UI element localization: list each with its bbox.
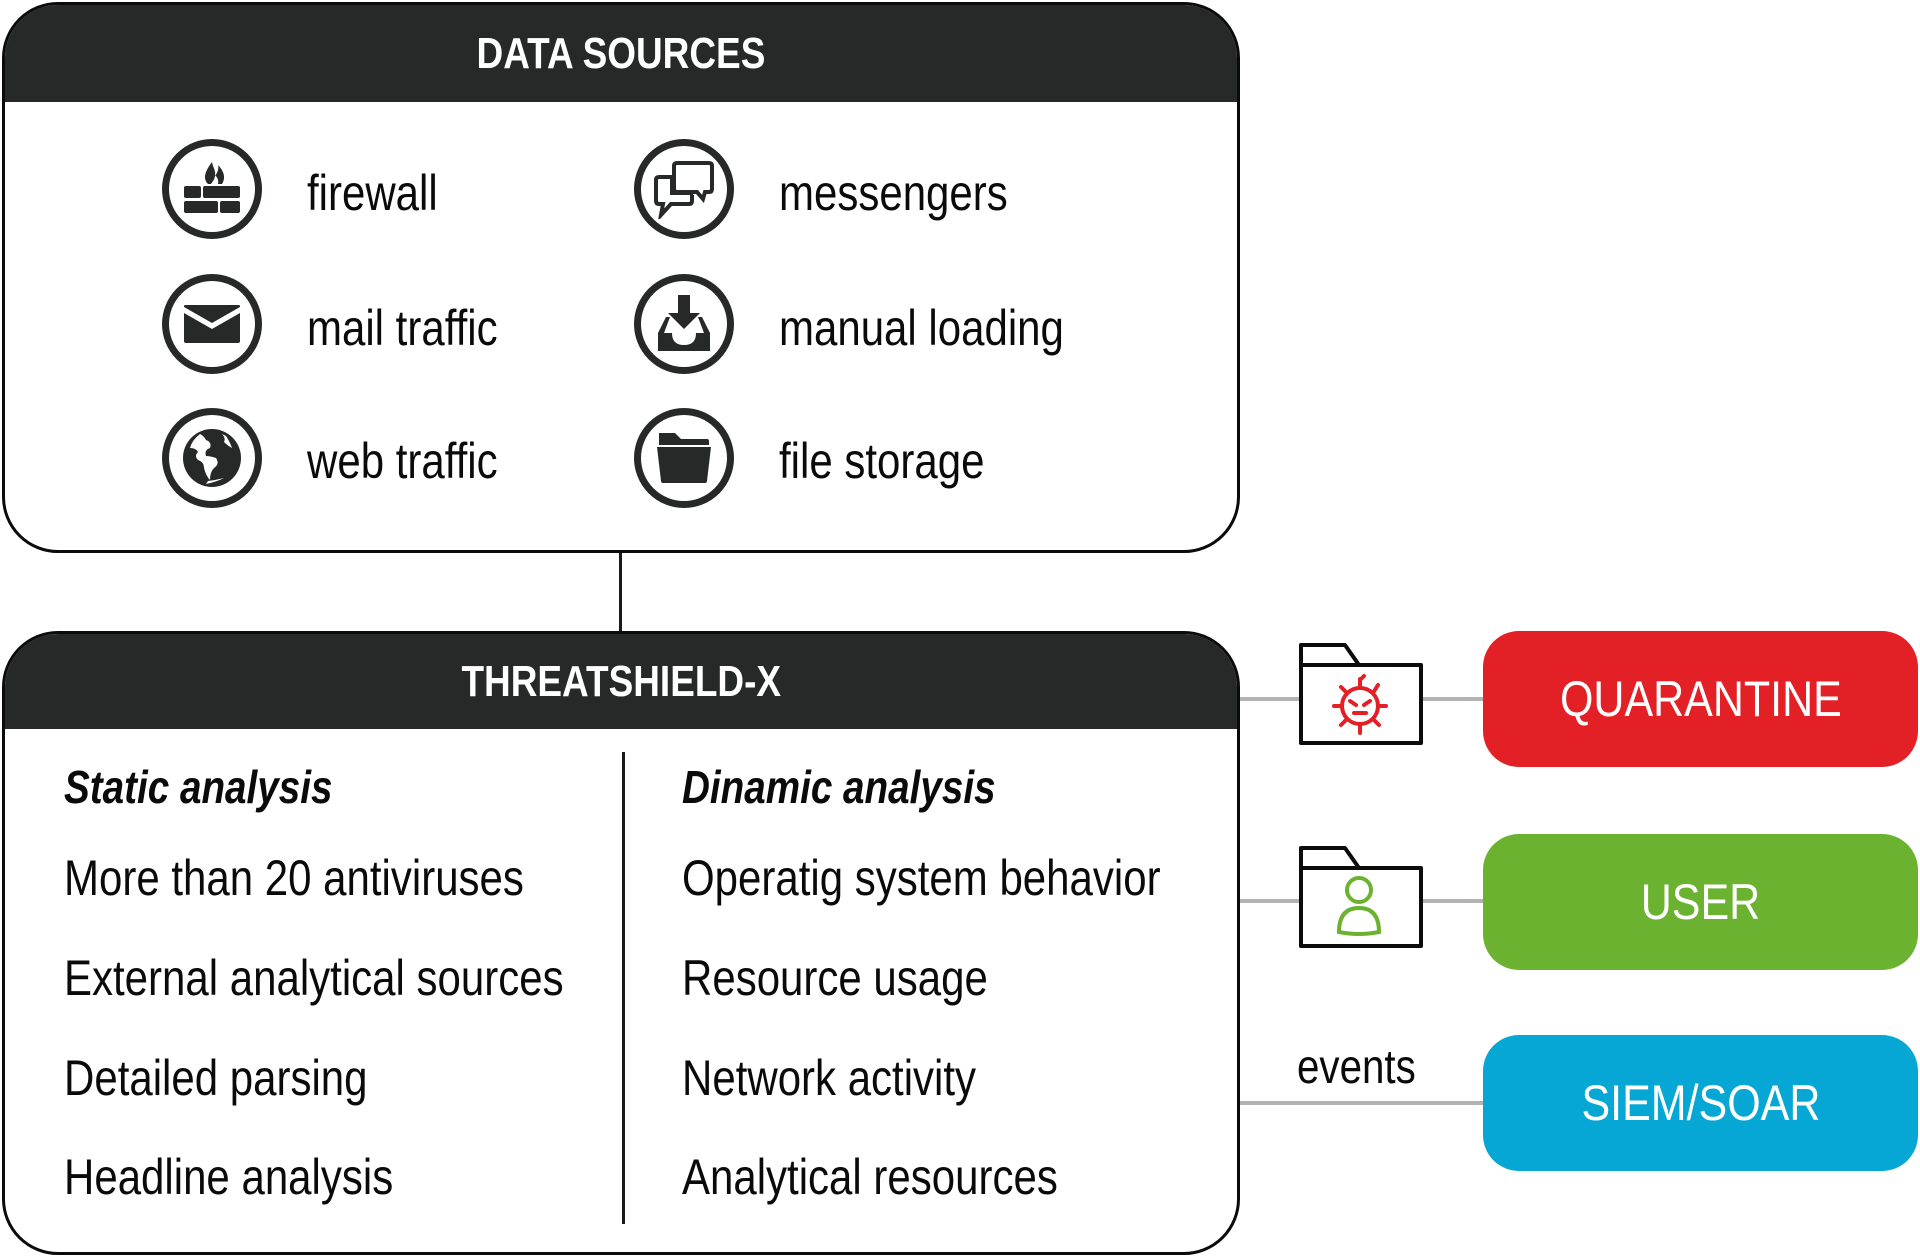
- dynamic-analysis-item: Analytical resources: [682, 1149, 1058, 1205]
- static-analysis-item: Headline analysis: [64, 1149, 394, 1205]
- dynamic-analysis-item: Network activity: [682, 1050, 977, 1106]
- mail-icon: [162, 274, 262, 374]
- siem-soar-box: SIEM/SOAR: [1483, 1035, 1918, 1171]
- data-sources-header: DATA SOURCES: [5, 5, 1237, 102]
- data-sources-title: DATA SOURCES: [476, 28, 766, 78]
- siem-connector: [1240, 1101, 1484, 1105]
- source-label-manual-loading: manual loading: [779, 300, 1064, 356]
- user-label: USER: [1640, 874, 1761, 930]
- data-sources-panel: DATA SOURCES firewall messengers mail tr…: [2, 2, 1240, 553]
- folder-icon: [634, 408, 734, 508]
- malware-folder-icon: [1299, 643, 1423, 745]
- source-label-firewall: firewall: [307, 165, 438, 221]
- user-box: USER: [1483, 834, 1918, 970]
- static-analysis-heading: Static analysis: [64, 761, 333, 813]
- user-folder-icon: [1299, 846, 1423, 948]
- static-analysis-item: External analytical sources: [64, 950, 564, 1006]
- user-connector-left: [1240, 899, 1300, 903]
- source-label-web-traffic: web traffic: [307, 433, 498, 489]
- source-label-messengers: messengers: [779, 165, 1008, 221]
- messengers-icon: [634, 139, 734, 239]
- siem-soar-label: SIEM/SOAR: [1581, 1075, 1820, 1131]
- source-label-file-storage: file storage: [779, 433, 985, 489]
- manual-upload-icon: [634, 274, 734, 374]
- analysis-column-divider: [622, 752, 625, 1224]
- static-analysis-item: More than 20 antiviruses: [64, 850, 524, 906]
- quarantine-label: QUARANTINE: [1559, 671, 1842, 727]
- dynamic-analysis-item: Operatig system behavior: [682, 850, 1161, 906]
- static-analysis-item: Detailed parsing: [64, 1050, 368, 1106]
- source-label-mail-traffic: mail traffic: [307, 300, 498, 356]
- threatshield-title: THREATSHIELD-X: [461, 656, 781, 706]
- dynamic-analysis-item: Resource usage: [682, 950, 988, 1006]
- quarantine-box: QUARANTINE: [1483, 631, 1918, 767]
- dynamic-analysis-heading: Dinamic analysis: [682, 761, 996, 813]
- threatshield-header: THREATSHIELD-X: [5, 634, 1237, 729]
- events-label: events: [1297, 1041, 1416, 1094]
- firewall-icon: [162, 139, 262, 239]
- sources-to-engine-connector: [619, 552, 622, 632]
- quarantine-connector-left: [1240, 697, 1300, 701]
- user-connector-right: [1422, 899, 1484, 903]
- globe-icon: [162, 408, 262, 508]
- quarantine-connector-right: [1422, 697, 1484, 701]
- threatshield-panel: THREATSHIELD-X Static analysis More than…: [2, 631, 1240, 1255]
